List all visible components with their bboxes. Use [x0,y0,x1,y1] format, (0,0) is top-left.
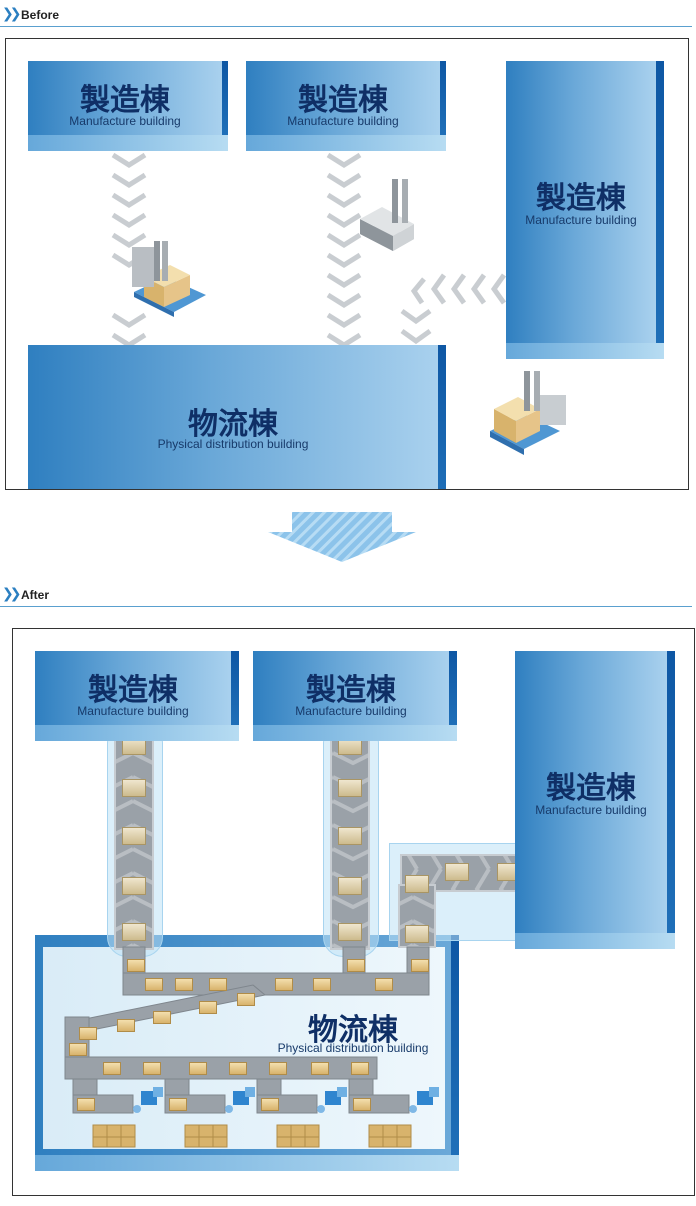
building-name-en: Manufacture building [287,114,399,128]
chevron-flow-middle [326,152,362,348]
building-name-jp: 製造棟 [536,181,626,216]
building-name-jp: 製造棟 [80,83,170,118]
building-name-jp: 製造棟 [88,673,178,708]
building-name-en: Manufacture building [525,213,637,227]
after-title: After [21,588,50,602]
building-name-jp: 製造棟 [298,83,388,118]
double-chevron-right-icon: ❯❯ [2,6,22,22]
manufacture-building-2: 製造棟 Manufacture building [246,61,446,151]
building-name-en: Manufacture building [295,704,407,718]
forklift-icon [360,179,414,251]
pallet-stack [92,1124,412,1148]
building-name-jp: 物流棟 [308,1013,398,1048]
building-name-en: Physical distribution building [277,1041,429,1055]
building-name-en: Manufacture building [69,114,181,128]
down-arrow-icon [268,512,416,562]
manufacture-building-1: 製造棟 Manufacture building [35,651,239,741]
building-name-en: Manufacture building [535,803,647,817]
robot-arm-icon [133,1087,439,1113]
chevron-flow-left [111,152,147,348]
before-title: Before [21,8,60,22]
building-name-jp: 物流棟 [188,407,278,442]
chevron-flow-right [400,273,507,345]
forklift-icon [490,371,566,455]
manufacture-building-3: 製造棟 Manufacture building [515,651,675,949]
building-name-en: Manufacture building [77,704,189,718]
after-diagram: 物流棟 Physical distribution building 製造棟 M… [12,628,695,1196]
after-section-header: ❯❯ After [0,584,692,607]
manufacture-building-1: 製造棟 Manufacture building [28,61,228,151]
building-name-jp: 製造棟 [306,673,396,708]
building-name-jp: 製造棟 [546,771,636,806]
before-section-header: ❯❯ Before [0,4,692,27]
manufacture-building-2: 製造棟 Manufacture building [253,651,457,741]
double-chevron-right-icon: ❯❯ [2,586,22,602]
distribution-building: 物流棟 Physical distribution building [28,345,446,489]
building-name-en: Physical distribution building [157,437,309,451]
manufacture-building-3: 製造棟 Manufacture building [506,61,664,359]
forklift-icon [132,241,206,317]
before-diagram: 製造棟 Manufacture building 製造棟 Manufacture… [5,38,689,490]
before-flow-graphics [111,152,566,455]
